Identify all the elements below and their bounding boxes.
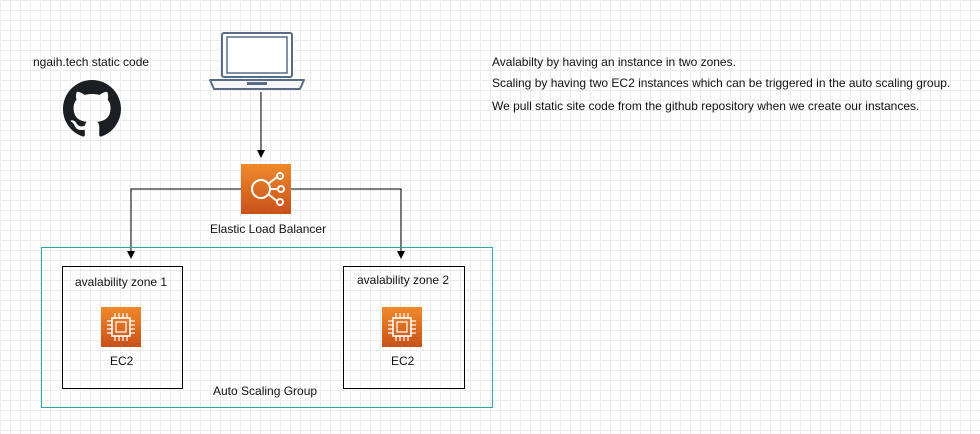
availability-zone-2	[343, 266, 465, 389]
auto-scaling-group-label: Auto Scaling Group	[213, 384, 318, 398]
ec2-icon	[101, 307, 141, 347]
ec2-label-zone-2: EC2	[391, 354, 415, 368]
note-availability: Avalabilty by having an instance in two …	[492, 55, 736, 69]
note-scaling: Scaling by having two EC2 instances whic…	[492, 76, 951, 90]
github-icon	[63, 80, 121, 138]
note-static-code: We pull static site code from the github…	[492, 99, 920, 113]
github-label: ngaih.tech static code	[33, 55, 150, 69]
availability-zone-1	[62, 266, 183, 389]
auto-scaling-group-container	[41, 247, 493, 408]
availability-zone-2-label: avalability zone 2	[357, 273, 450, 287]
elastic-load-balancer-label: Elastic Load Balancer	[210, 222, 327, 236]
elastic-load-balancer-icon	[241, 164, 291, 214]
elb-to-zone2-arrow	[291, 188, 405, 259]
elb-to-zone1-arrow	[127, 188, 241, 259]
laptop-icon	[207, 31, 307, 93]
ec2-label-zone-1: EC2	[110, 354, 134, 368]
ec2-icon	[382, 307, 422, 347]
availability-zone-1-label: avalability zone 1	[75, 275, 168, 289]
